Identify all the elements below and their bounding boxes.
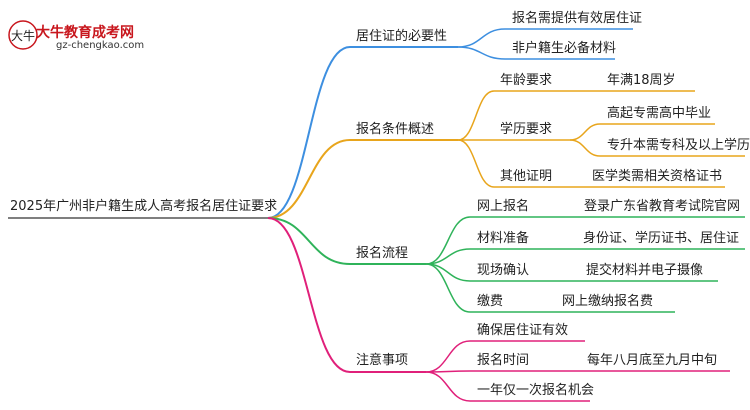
connector bbox=[457, 90, 495, 141]
leaf-node: 网上缴纳报名费 bbox=[562, 294, 654, 309]
leaf-node: 登录广东省教育考试院官网 bbox=[584, 199, 741, 214]
svg-text:大牛: 大牛 bbox=[11, 28, 35, 43]
leaf-node: 提交材料并电子摄像 bbox=[586, 263, 704, 278]
sub-node: 学历要求 bbox=[500, 122, 553, 137]
brand-url: gz-chengkao.com bbox=[56, 40, 145, 51]
root-node: 2025年广州非户籍生成人高考报名居住证要求 bbox=[10, 199, 278, 214]
connector bbox=[457, 139, 495, 188]
connector bbox=[425, 216, 471, 265]
leaf-node: 报名需提供有效居住证 bbox=[512, 11, 643, 26]
connector bbox=[425, 340, 471, 373]
branch-node-process: 报名流程 bbox=[356, 246, 409, 261]
leaf-node: 确保居住证有效 bbox=[477, 323, 569, 338]
branch-node-notes: 注意事项 bbox=[356, 353, 409, 368]
leaf-node: 身份证、学历证书、居住证 bbox=[583, 231, 740, 246]
sub-node: 材料准备 bbox=[477, 231, 530, 246]
branch-node-necessity: 居住证的必要性 bbox=[356, 29, 448, 44]
root-branch-connector bbox=[267, 217, 351, 265]
brand-title: 大牛教育成考网 bbox=[36, 25, 134, 41]
leaf-node: 每年八月底至九月中旬 bbox=[587, 353, 718, 368]
sub-node: 缴费 bbox=[477, 294, 504, 309]
leaf-node: 医学类需相关资格证书 bbox=[592, 169, 723, 184]
root-branch-connector bbox=[267, 217, 351, 373]
leaf-node: 年满18周岁 bbox=[607, 73, 676, 88]
connector bbox=[569, 139, 601, 157]
connector bbox=[569, 123, 601, 141]
branch-node-conditions: 报名条件概述 bbox=[356, 122, 435, 137]
leaf-node: 非户籍生必备材料 bbox=[512, 41, 617, 56]
sub-node: 年龄要求 bbox=[500, 73, 553, 88]
sub-node: 报名时间 bbox=[477, 353, 530, 368]
connector bbox=[457, 46, 506, 60]
connector bbox=[457, 28, 506, 48]
leaf-node: 专升本需专科及以上学历 bbox=[607, 138, 750, 153]
sub-node: 其他证明 bbox=[500, 169, 553, 184]
root-branch-connector bbox=[267, 46, 351, 219]
sub-node: 现场确认 bbox=[477, 263, 530, 278]
connector bbox=[425, 371, 471, 402]
root-branch-connector bbox=[267, 139, 351, 219]
leaf-node: 高起专需高中毕业 bbox=[607, 106, 712, 121]
brand-logo-icon: 大牛 bbox=[8, 20, 38, 50]
sub-node: 网上报名 bbox=[477, 199, 530, 214]
connector bbox=[425, 263, 471, 313]
leaf-node: 一年仅一次报名机会 bbox=[477, 383, 595, 398]
